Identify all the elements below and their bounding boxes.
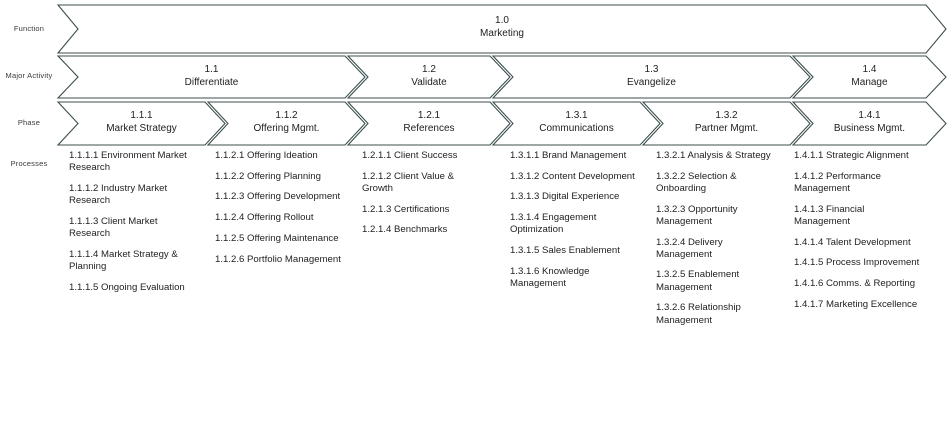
process-item[interactable]: 1.3.2.6 Relationship Management bbox=[656, 302, 741, 326]
process-item[interactable]: 1.4.1.4 Talent Development bbox=[794, 236, 911, 248]
process-item[interactable]: 1.3.2.1 Analysis & Strategy bbox=[656, 150, 771, 161]
phase-chevron-1.2.1[interactable] bbox=[346, 101, 511, 146]
process-item[interactable]: 1.3.2.3 Opportunity Management bbox=[656, 203, 738, 227]
process-item[interactable]: 1.3.1.2 Content Development bbox=[510, 170, 635, 182]
process-item[interactable]: 1.4.1.3 Financial Management bbox=[794, 203, 865, 227]
phase-chevron-1.1.2[interactable] bbox=[206, 101, 366, 146]
process-item[interactable]: 1.1.2.2 Offering Planning bbox=[215, 170, 321, 182]
process-item[interactable]: 1.2.1.2 Client Value & Growth bbox=[362, 170, 455, 194]
process-item[interactable]: 1.3.1.4 Engagement Optimization bbox=[510, 212, 597, 236]
process-item[interactable]: 1.3.1.1 Brand Management bbox=[510, 150, 627, 161]
phase-chevron-1.1.1[interactable] bbox=[56, 101, 226, 146]
process-item[interactable]: 1.2.1.3 Certifications bbox=[362, 203, 450, 215]
process-item[interactable]: 1.1.2.4 Offering Rollout bbox=[215, 212, 314, 224]
process-item[interactable]: 1.1.2.5 Offering Maintenance bbox=[215, 232, 339, 244]
phase-band: 1.1.1 Market Strategy 1.1.2 Offering Mgm… bbox=[56, 101, 947, 146]
process-item[interactable]: 1.2.1.4 Benchmarks bbox=[362, 224, 448, 236]
row-label-processes: Processes bbox=[10, 159, 48, 168]
process-item[interactable]: 1.3.2.4 Delivery Management bbox=[656, 236, 723, 260]
major-activity-chevron-1.3[interactable] bbox=[491, 55, 811, 99]
function-chevron-1.0[interactable] bbox=[56, 4, 947, 54]
phase-chevron-1.4.1[interactable] bbox=[791, 101, 947, 146]
process-item[interactable]: 1.1.1.4 Market Strategy & Planning bbox=[69, 248, 178, 272]
major-activity-chevron-1.1[interactable] bbox=[56, 55, 366, 99]
process-column-1.3.1: 1.3.1.1 Brand Management 1.3.1.2 Content… bbox=[510, 150, 635, 299]
process-column-1.1.2: 1.1.2.1 Offering Ideation 1.1.2.2 Offeri… bbox=[215, 150, 343, 274]
process-column-1.2.1: 1.2.1.1 Client Success 1.2.1.2 Client Va… bbox=[362, 150, 487, 245]
process-item[interactable]: 1.4.1.1 Strategic Alignment bbox=[794, 150, 909, 161]
major-activity-band: 1.1 Differentiate 1.2 Validate 1.3 Evang… bbox=[56, 55, 947, 99]
major-activity-chevron-1.4[interactable] bbox=[791, 55, 947, 99]
process-item[interactable]: 1.1.1.3 Client Market Research bbox=[69, 215, 158, 240]
process-column-1.1.1: 1.1.1.1 Environment Market Research 1.1.… bbox=[69, 150, 194, 302]
process-item[interactable]: 1.1.2.3 Offering Development bbox=[215, 191, 341, 203]
process-column-1.4.1: 1.4.1.1 Strategic Alignment 1.4.1.2 Perf… bbox=[794, 150, 922, 319]
major-activity-chevron-1.2[interactable] bbox=[346, 55, 511, 99]
process-item[interactable]: 1.1.2.6 Portfolio Management bbox=[215, 253, 341, 265]
process-item[interactable]: 1.1.1.5 Ongoing Evaluation bbox=[69, 281, 185, 293]
phase-chevron-1.3.1[interactable] bbox=[491, 101, 661, 146]
process-item[interactable]: 1.2.1.1 Client Success bbox=[362, 150, 458, 161]
function-band: 1.0 Marketing bbox=[56, 4, 947, 54]
process-item[interactable]: 1.3.1.3 Digital Experience bbox=[510, 191, 620, 203]
process-item[interactable]: 1.1.1.1 Environment Market Research bbox=[69, 150, 187, 174]
process-item[interactable]: 1.3.2.2 Selection & Onboarding bbox=[656, 170, 737, 194]
process-item[interactable]: 1.1.1.2 Industry Market Research bbox=[69, 182, 168, 207]
process-column-1.3.2: 1.3.2.1 Analysis & Strategy 1.3.2.2 Sele… bbox=[656, 150, 781, 335]
process-item[interactable]: 1.3.1.6 Knowledge Management bbox=[510, 265, 590, 289]
row-label-major-activity: Major Activity bbox=[5, 71, 53, 80]
process-item[interactable]: 1.4.1.6 Comms. & Reporting bbox=[794, 277, 916, 289]
process-item[interactable]: 1.4.1.7 Marketing Excellence bbox=[794, 298, 918, 310]
row-label-function: Function bbox=[13, 24, 45, 33]
process-item[interactable]: 1.4.1.2 Performance Management bbox=[794, 170, 881, 194]
row-label-phase: Phase bbox=[17, 118, 41, 127]
process-item[interactable]: 1.1.2.1 Offering Ideation bbox=[215, 150, 318, 161]
process-item[interactable]: 1.3.1.5 Sales Enablement bbox=[510, 245, 620, 257]
process-item[interactable]: 1.4.1.5 Process Improvement bbox=[794, 257, 920, 269]
phase-chevron-1.3.2[interactable] bbox=[641, 101, 811, 146]
processes-region: 1.1.1.1 Environment Market Research 1.1.… bbox=[0, 150, 952, 429]
process-item[interactable]: 1.3.2.5 Enablement Management bbox=[656, 269, 740, 293]
